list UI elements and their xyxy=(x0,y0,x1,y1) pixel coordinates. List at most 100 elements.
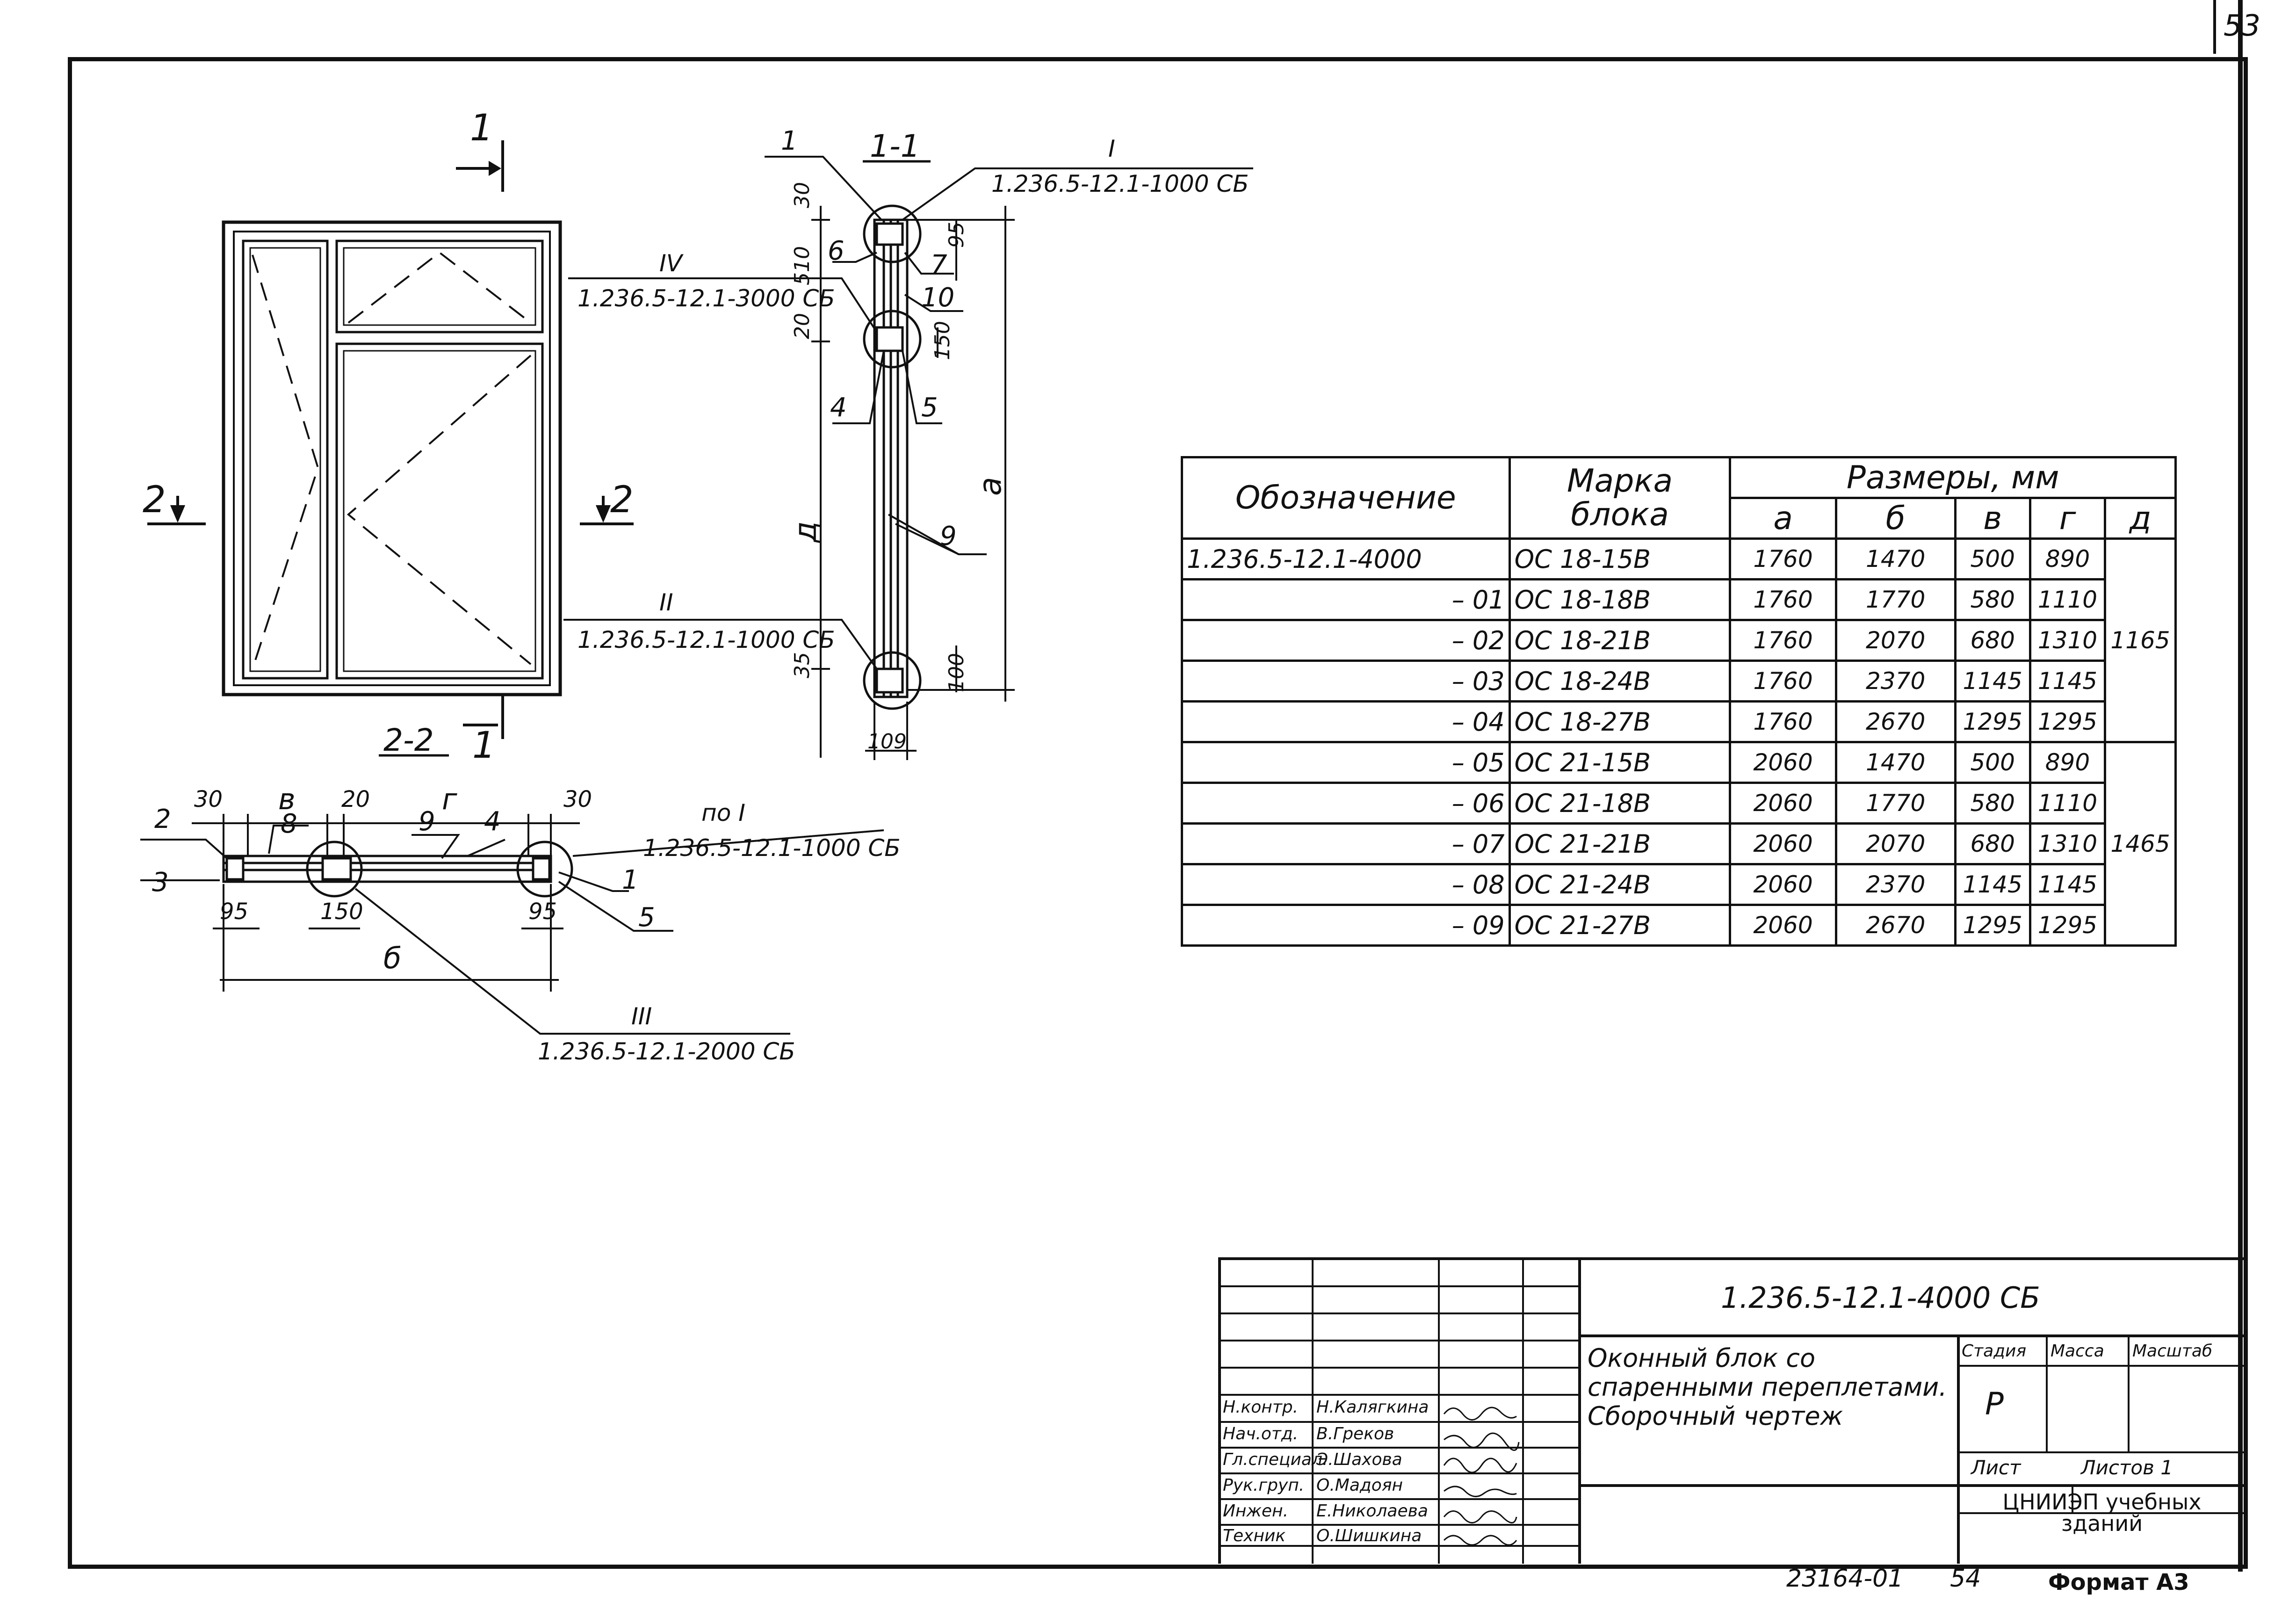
page-number: 53 xyxy=(2224,8,2260,43)
inventory-number: 23164-01 xyxy=(1786,1565,1904,1593)
staff-role: Гл.специал. xyxy=(1223,1450,1328,1469)
footer-sheet-number: 54 xyxy=(1950,1565,1981,1593)
cell-a: 1760 xyxy=(1729,537,1837,580)
cell-g: 890 xyxy=(2029,537,2107,580)
scale-label: Масштаб xyxy=(2132,1341,2213,1361)
header-v: в xyxy=(1954,497,2031,540)
cell-v: 580 xyxy=(1954,782,2031,825)
callout-III-roman: III xyxy=(631,1003,652,1030)
cell-designation: – 09 xyxy=(1181,904,1511,947)
cell-a: 2060 xyxy=(1729,782,1837,825)
pos-1: 1 xyxy=(781,126,798,156)
cell-mark: ОС 21-27В xyxy=(1508,904,1732,947)
staff-name: В.Греков xyxy=(1316,1424,1394,1443)
pos-7: 7 xyxy=(931,250,947,280)
dim-35: 35 xyxy=(790,652,814,678)
cell-mark: ОС 21-24В xyxy=(1508,863,1732,906)
cell-designation: – 01 xyxy=(1181,578,1511,621)
cell-v: 1295 xyxy=(1954,700,2031,743)
cell-a: 1760 xyxy=(1729,619,1837,662)
plan-dim-20: 20 xyxy=(341,786,370,812)
plan-dim-30-right: 30 xyxy=(563,786,592,812)
cell-b: 2070 xyxy=(1834,619,1957,662)
sheets-label: Листов 1 xyxy=(2081,1456,2173,1479)
cell-designation: – 04 xyxy=(1181,700,1511,743)
cell-mark: ОС 18-18В xyxy=(1508,578,1732,621)
cell-v: 1295 xyxy=(1954,904,2031,947)
cell-g: 890 xyxy=(2029,741,2107,784)
staff-name: Н.Калягкина xyxy=(1316,1398,1429,1417)
section-mark-2-right: 2 xyxy=(610,479,634,521)
callout-po-I-roman: по I xyxy=(701,799,745,826)
cell-designation: – 05 xyxy=(1181,741,1511,784)
cell-mark: ОС 18-24В xyxy=(1508,660,1732,703)
section-mark-2-left: 2 xyxy=(143,479,166,521)
dim-95: 95 xyxy=(945,222,968,248)
cell-d-group-1: 1165 xyxy=(2104,537,2177,743)
pos-6: 6 xyxy=(828,236,845,266)
callout-IV-roman: IV xyxy=(659,250,684,277)
section-title-1-1: 1-1 xyxy=(870,128,920,164)
callout-IV-code: 1.236.5-12.1-3000 СБ xyxy=(578,285,835,312)
cell-g: 1145 xyxy=(2029,660,2107,703)
dim-109: 109 xyxy=(867,730,907,754)
mass-label: Масса xyxy=(2051,1341,2104,1361)
callout-III-code: 1.236.5-12.1-2000 СБ xyxy=(538,1038,795,1065)
cell-b: 2070 xyxy=(1834,822,1957,865)
staff-name: О.Шишкина xyxy=(1316,1526,1422,1545)
table-row: – 08 ОС 21-24В 2060 2370 1145 1145 xyxy=(1181,863,2176,906)
dim-a: а xyxy=(972,477,1008,496)
pos-5-plan: 5 xyxy=(638,902,655,933)
cell-g: 1310 xyxy=(2029,619,2107,662)
staff-name: Э.Шахова xyxy=(1316,1450,1402,1469)
header-d: д xyxy=(2104,497,2177,540)
table-row: – 02 ОС 18-21В 1760 2070 680 1310 xyxy=(1181,619,2176,662)
callout-po-I-code: 1.236.5-12.1-1000 СБ xyxy=(643,834,901,862)
cell-b: 2370 xyxy=(1834,660,1957,703)
cell-v: 500 xyxy=(1954,537,2031,580)
stage-value: Р xyxy=(1985,1386,2004,1422)
cell-v: 680 xyxy=(1954,822,2031,865)
cell-b: 2670 xyxy=(1834,904,1957,947)
staff-name: О.Мадоян xyxy=(1316,1476,1403,1495)
stage-label: Стадия xyxy=(1962,1341,2027,1361)
transom-glass xyxy=(343,247,536,326)
table-row: – 03 ОС 18-24В 1760 2370 1145 1145 xyxy=(1181,660,2176,703)
pos-5: 5 xyxy=(921,392,938,423)
section-mark-1-bottom: 1 xyxy=(472,725,496,767)
table-row: 1.236.5-12.1-4000 ОС 18-15В 1760 1470 50… xyxy=(1181,537,2177,743)
pos-4: 4 xyxy=(830,392,847,423)
transom-sash xyxy=(335,239,544,334)
pos-9: 9 xyxy=(940,521,957,551)
header-sizes: Размеры, мм xyxy=(1729,456,2177,499)
staff-role: Нач.отд. xyxy=(1223,1424,1299,1443)
staff-name: Е.Николаева xyxy=(1316,1501,1428,1521)
main-glass xyxy=(343,350,536,672)
table-row: – 04 ОС 18-27В 1760 2670 1295 1295 xyxy=(1181,700,2176,743)
main-sash xyxy=(335,342,544,680)
cell-g: 1310 xyxy=(2029,822,2107,865)
cell-g: 1110 xyxy=(2029,782,2107,825)
plan-dim-v: в xyxy=(278,782,296,816)
cell-b: 2370 xyxy=(1834,863,1957,906)
section-mark-1: 1 xyxy=(470,107,493,149)
table-row: – 06 ОС 21-18В 2060 1770 580 1110 xyxy=(1181,782,2176,825)
dim-20: 20 xyxy=(790,313,814,339)
cell-a: 2060 xyxy=(1729,863,1837,906)
dim-100: 100 xyxy=(945,653,968,692)
cell-mark: ОС 18-15В xyxy=(1508,537,1732,580)
table-row: – 09 ОС 21-27В 2060 2670 1295 1295 xyxy=(1181,904,2176,947)
pos-3: 3 xyxy=(152,867,169,898)
cell-a: 1760 xyxy=(1729,578,1837,621)
cell-designation: – 07 xyxy=(1181,822,1511,865)
specification-table: Обозначение Марка блока Размеры, мм а б … xyxy=(1181,456,2177,947)
signatures xyxy=(1443,1406,1520,1546)
cell-g: 1295 xyxy=(2029,700,2107,743)
callout-II-code: 1.236.5-12.1-1000 СБ xyxy=(578,626,835,653)
plan-dim-30-left: 30 xyxy=(194,786,223,812)
staff-role: Рук.груп. xyxy=(1223,1476,1305,1495)
header-designation: Обозначение xyxy=(1181,456,1511,540)
cell-a: 2060 xyxy=(1729,904,1837,947)
left-sash xyxy=(242,239,329,680)
pos-1-plan: 1 xyxy=(622,865,639,895)
